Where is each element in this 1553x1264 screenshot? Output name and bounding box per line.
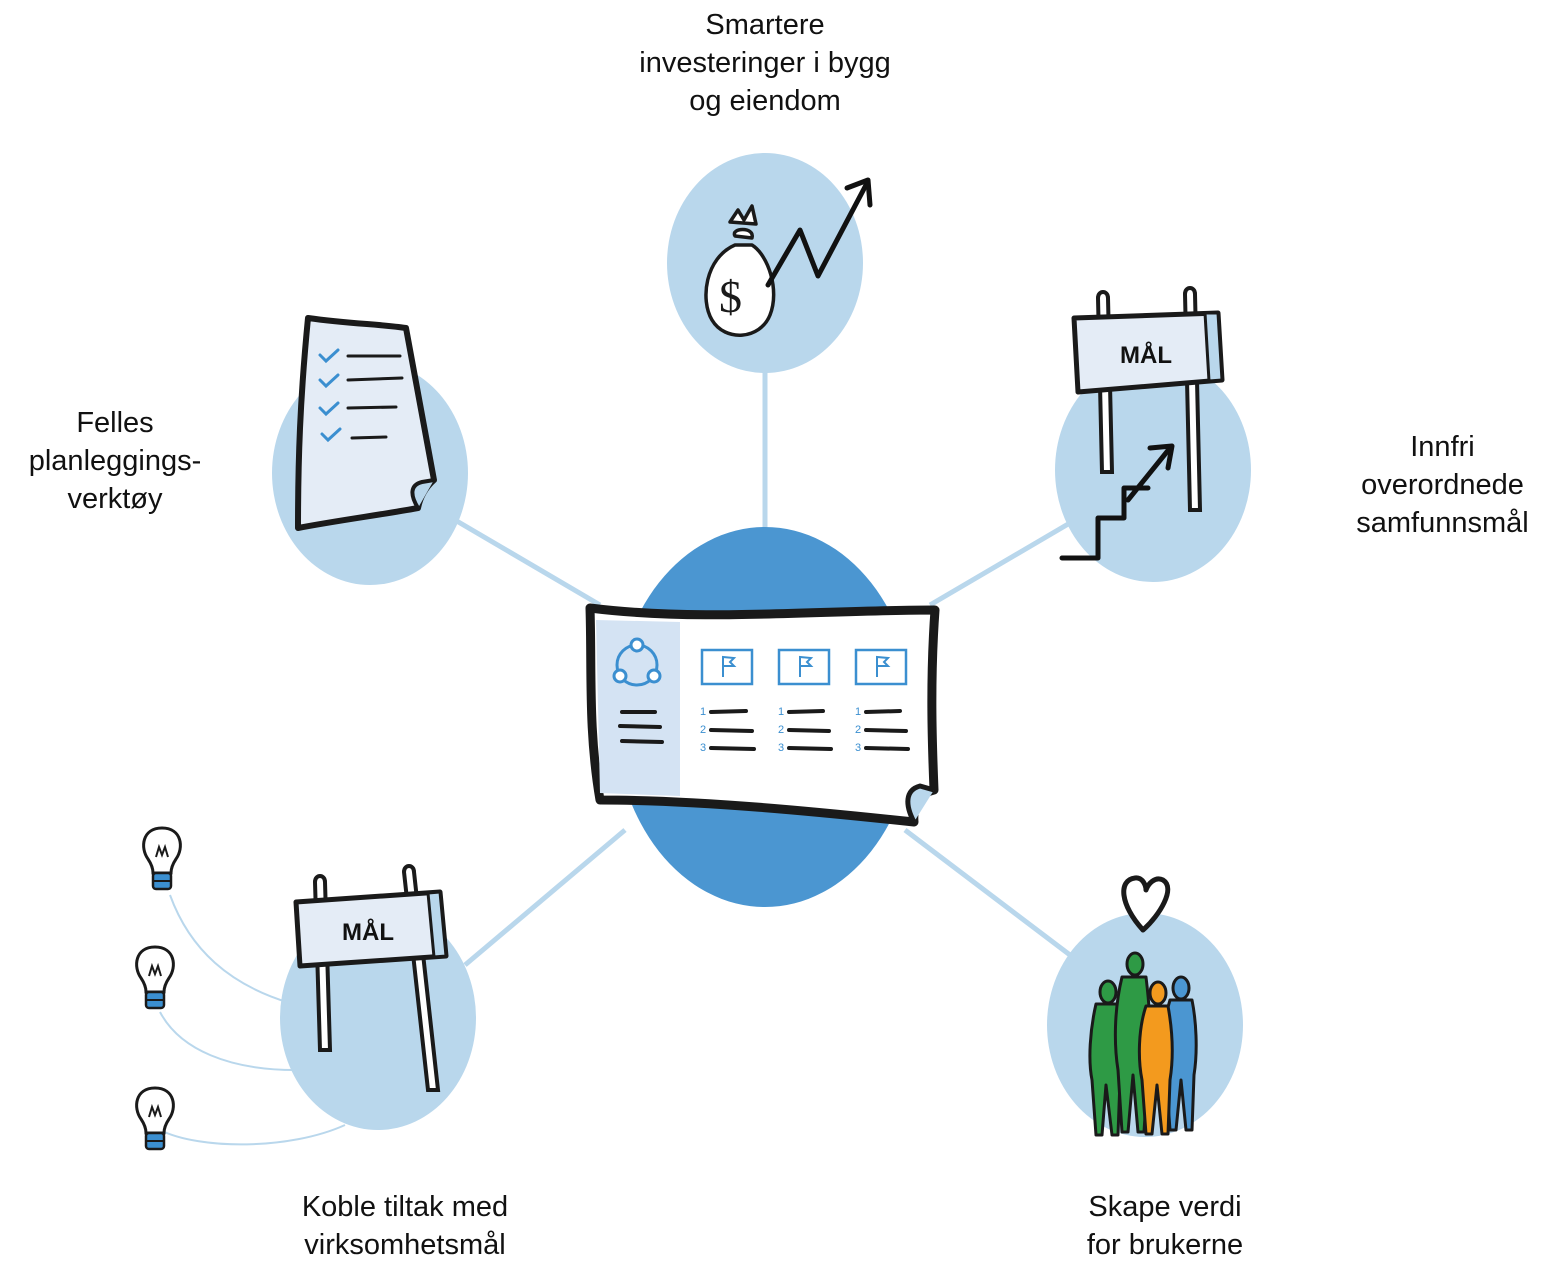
connectors xyxy=(453,370,1077,967)
stairs-icon xyxy=(1059,443,1175,561)
label-bottom-right: Skape verdi for brukerne xyxy=(1060,1188,1270,1264)
label-right: Innfri overordnede samfunnsmål xyxy=(1335,428,1550,542)
lightbulb-icon xyxy=(135,1086,175,1151)
label-line: overordnede xyxy=(1361,469,1524,501)
lightbulb-icon xyxy=(135,945,175,1010)
connector-left xyxy=(453,517,602,608)
money-bag-icon: $ xyxy=(704,204,776,337)
list-number: 2 xyxy=(700,724,706,736)
dashboard-list-3: 1 2 3 xyxy=(855,706,861,754)
lightbulb-icon xyxy=(142,826,182,891)
label-line: verktøy xyxy=(67,483,163,515)
label-line: virksomhetsmål xyxy=(304,1229,506,1261)
label-line: investeringer i bygg xyxy=(639,47,891,79)
svg-text:$: $ xyxy=(719,271,742,322)
connector-bottom-right xyxy=(903,828,1072,957)
people-icon xyxy=(1088,951,1198,1137)
dashboard-list-1: 1 2 3 xyxy=(700,706,706,754)
heart-icon xyxy=(1121,875,1171,933)
list-number: 2 xyxy=(855,724,861,736)
label-line: Innfri xyxy=(1410,431,1475,463)
connector-right xyxy=(928,517,1077,608)
list-number: 3 xyxy=(855,742,861,754)
flag-icon xyxy=(777,648,831,686)
growth-arrow-icon xyxy=(765,177,873,288)
flag-icon xyxy=(700,648,754,686)
checklist-icon xyxy=(295,315,437,531)
label-line: samfunnsmål xyxy=(1356,507,1529,539)
list-number: 3 xyxy=(700,742,706,754)
label-line: Smartere xyxy=(705,9,825,41)
list-number: 1 xyxy=(778,706,784,718)
list-number: 1 xyxy=(855,706,861,718)
dashboard-icon: 1 2 3 1 2 3 1 2 3 xyxy=(585,603,940,827)
dashboard-list-2: 1 2 3 xyxy=(778,706,784,754)
label-line: Skape verdi xyxy=(1088,1191,1242,1223)
goal-sign-icon: MÅL xyxy=(1071,286,1225,512)
label-line: og eiendom xyxy=(689,85,841,117)
label-line: Felles xyxy=(76,407,154,439)
list-number: 2 xyxy=(778,724,784,736)
label-line: planleggings- xyxy=(28,445,202,477)
connector-bottom-left xyxy=(463,828,627,967)
bulb-connectors xyxy=(159,894,346,1146)
label-top: Smartere investeringer i bygg og eiendom xyxy=(620,6,910,120)
goal-sign-left-icon: MÅL xyxy=(293,864,449,1092)
label-line: Koble tiltak med xyxy=(301,1191,509,1223)
label-bottom-left: Koble tiltak med virksomhetsmål xyxy=(270,1188,540,1264)
network-icon xyxy=(612,637,662,687)
list-number: 1 xyxy=(700,706,706,718)
flag-icon xyxy=(854,648,908,686)
goal-sign-right-text: MÅL xyxy=(1120,341,1172,369)
list-number: 3 xyxy=(778,742,784,754)
label-line: for brukerne xyxy=(1086,1229,1244,1261)
label-left: Felles planleggings- verktøy xyxy=(10,404,220,518)
goal-sign-left-text: MÅL xyxy=(342,918,394,946)
